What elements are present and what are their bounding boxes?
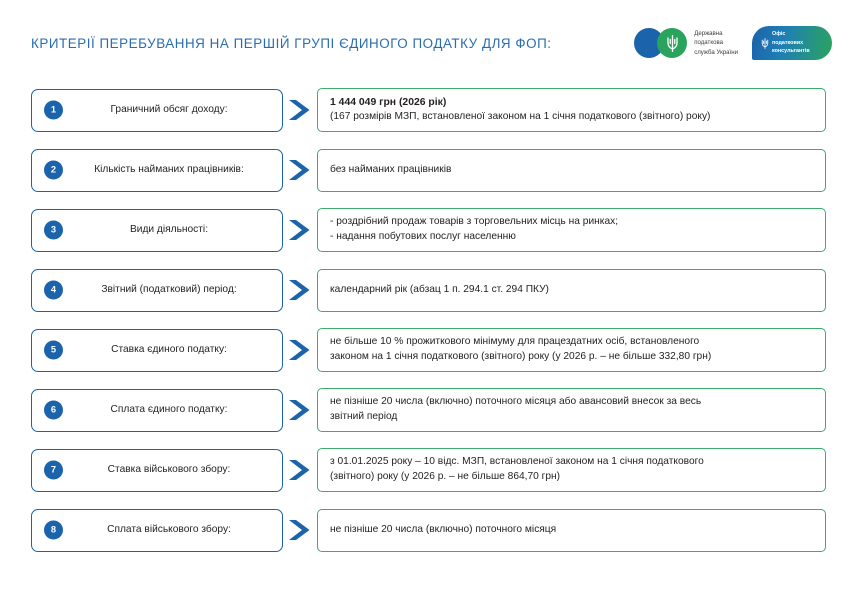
dps-logo-line2: податкова — [694, 39, 724, 47]
value-line: з 01.01.2025 року – 10 відс. МЗП, встано… — [330, 456, 704, 468]
arrow-right-icon — [283, 339, 317, 361]
value-box: календарний рік (абзац 1 п. 294.1 ст. 29… — [317, 268, 826, 312]
value-line: календарний рік (абзац 1 п. 294.1 ст. 29… — [330, 283, 549, 295]
value-line: (звітного) року (у 2026 р. – не більше 8… — [330, 471, 561, 482]
arrow-right-icon — [283, 219, 317, 241]
dps-logo-line3: служба України — [694, 48, 738, 56]
criterion-box[interactable]: 3 Види діяльності: — [31, 208, 283, 252]
criteria-row: 3 Види діяльності: - роздрібний продаж тов… — [0, 200, 850, 260]
arrow-right-icon — [283, 99, 317, 121]
value-line: не пізніше 20 числа (включно) поточного … — [330, 523, 557, 535]
criterion-box[interactable]: 1 Граничний обсяг доходу: — [31, 88, 283, 132]
criterion-label: Кількість найманих працівників: — [94, 164, 244, 176]
opk-logo: Офіс податкових консультантів — [752, 26, 832, 60]
arrow-right-icon — [283, 459, 317, 481]
criterion-label: Сплата єдиного податку: — [110, 404, 228, 416]
opk-logo-line3: консультантів — [772, 48, 810, 55]
value-line: звітний період — [330, 411, 398, 422]
opk-logo-line2: податкових — [772, 39, 804, 46]
value-box: без найманих працівників — [317, 148, 826, 192]
dps-logo-line1: Державна — [694, 29, 723, 37]
criterion-label: Ставка військового збору: — [107, 464, 231, 476]
criteria-row: 4 Звітний (податковий) період: календарний… — [0, 260, 850, 320]
value-line: законом на 1 січня податкового (звітного… — [330, 351, 712, 362]
criterion-label: Звітний (податковий) період: — [101, 284, 237, 296]
value-line: без найманих працівників — [330, 163, 452, 175]
value-box: не більше 10 % прожиткового мінімуму для… — [317, 328, 826, 372]
criterion-label: Граничний обсяг доходу: — [110, 104, 228, 116]
green-circle-trident-icon — [657, 28, 688, 58]
dps-logo-text: Державна податкова служба України — [694, 29, 738, 57]
value-line: - роздрібний продаж товарів з торговельн… — [330, 216, 619, 228]
value-box: не пізніше 20 числа (включно) поточного … — [317, 388, 826, 432]
value-box: 1 444 049 грн (2026 рік) (167 розмірів МЗ… — [317, 88, 826, 132]
criterion-number-badge: 3 — [44, 220, 63, 240]
arrow-right-icon — [283, 159, 317, 181]
criterion-box[interactable]: 2 Кількість найманих працівників: — [31, 148, 283, 192]
opk-logo-line1: Офіс — [772, 31, 786, 38]
criterion-label: Ставка єдиного податку: — [111, 344, 227, 356]
page-header: КРИТЕРІЇ ПЕРЕБУВАННЯ НА ПЕРШІЙ ГРУПІ ЄДИ… — [0, 0, 850, 78]
criterion-box[interactable]: 5 Ставка єдиного податку: — [31, 328, 283, 372]
criteria-row: 7 Ставка військового збору: з 01.01.2025 р… — [0, 440, 850, 500]
criteria-row: 1 Граничний обсяг доходу: 1 444 049 грн (2… — [0, 80, 850, 140]
criterion-number-badge: 2 — [44, 160, 63, 180]
criterion-box[interactable]: 7 Ставка військового збору: — [31, 448, 283, 492]
page-title: КРИТЕРІЇ ПЕРЕБУВАННЯ НА ПЕРШІЙ ГРУПІ ЄДИ… — [31, 36, 552, 51]
criteria-list: 1 Граничний обсяг доходу: 1 444 049 грн (2… — [0, 80, 850, 560]
value-line: не пізніше 20 числа (включно) поточного … — [330, 396, 702, 408]
logo-group: Державна податкова служба України Офіс п… — [634, 26, 832, 60]
criterion-box[interactable]: 6 Сплата єдиного податку: — [31, 388, 283, 432]
value-box: не пізніше 20 числа (включно) поточного … — [317, 508, 826, 552]
value-line: - надання побутових послуг населенню — [330, 231, 516, 242]
value-box: - роздрібний продаж товарів з торговельн… — [317, 208, 826, 252]
arrow-right-icon — [283, 519, 317, 541]
criterion-number-badge: 5 — [44, 340, 63, 360]
criteria-row: 6 Сплата єдиного податку: не пізніше 20 чи… — [0, 380, 850, 440]
criterion-label: Види діяльності: — [129, 224, 209, 236]
trident-icon — [667, 34, 678, 52]
criterion-label: Сплата військового збору: — [107, 524, 231, 536]
criteria-row: 8 Сплата військового збору: не пізніше 20 … — [0, 500, 850, 560]
value-line: 1 444 049 грн (2026 рік) — [330, 97, 447, 109]
criterion-number-badge: 4 — [44, 280, 63, 300]
criterion-number-badge: 6 — [44, 400, 63, 420]
criterion-number-badge: 1 — [44, 100, 63, 120]
opk-logo-text: Офіс податкових консультантів — [772, 30, 810, 56]
criterion-number-badge: 8 — [44, 520, 63, 540]
trident-small-icon — [761, 37, 769, 49]
value-box: з 01.01.2025 року – 10 відс. МЗП, встано… — [317, 448, 826, 492]
criteria-row: 5 Ставка єдиного податку: не більше 10 % п… — [0, 320, 850, 380]
criterion-number-badge: 7 — [44, 460, 63, 480]
arrow-right-icon — [283, 279, 317, 301]
value-line: (167 розмірів МЗП, встановленої законом … — [330, 111, 711, 123]
criteria-row: 2 Кількість найманих працівників: без найм… — [0, 140, 850, 200]
arrow-right-icon — [283, 399, 317, 421]
value-line: не більше 10 % прожиткового мінімуму для… — [330, 336, 700, 348]
criterion-box[interactable]: 8 Сплата військового збору: — [31, 508, 283, 552]
dps-logo: Державна податкова служба України — [634, 28, 738, 58]
criterion-box[interactable]: 4 Звітний (податковий) період: — [31, 268, 283, 312]
